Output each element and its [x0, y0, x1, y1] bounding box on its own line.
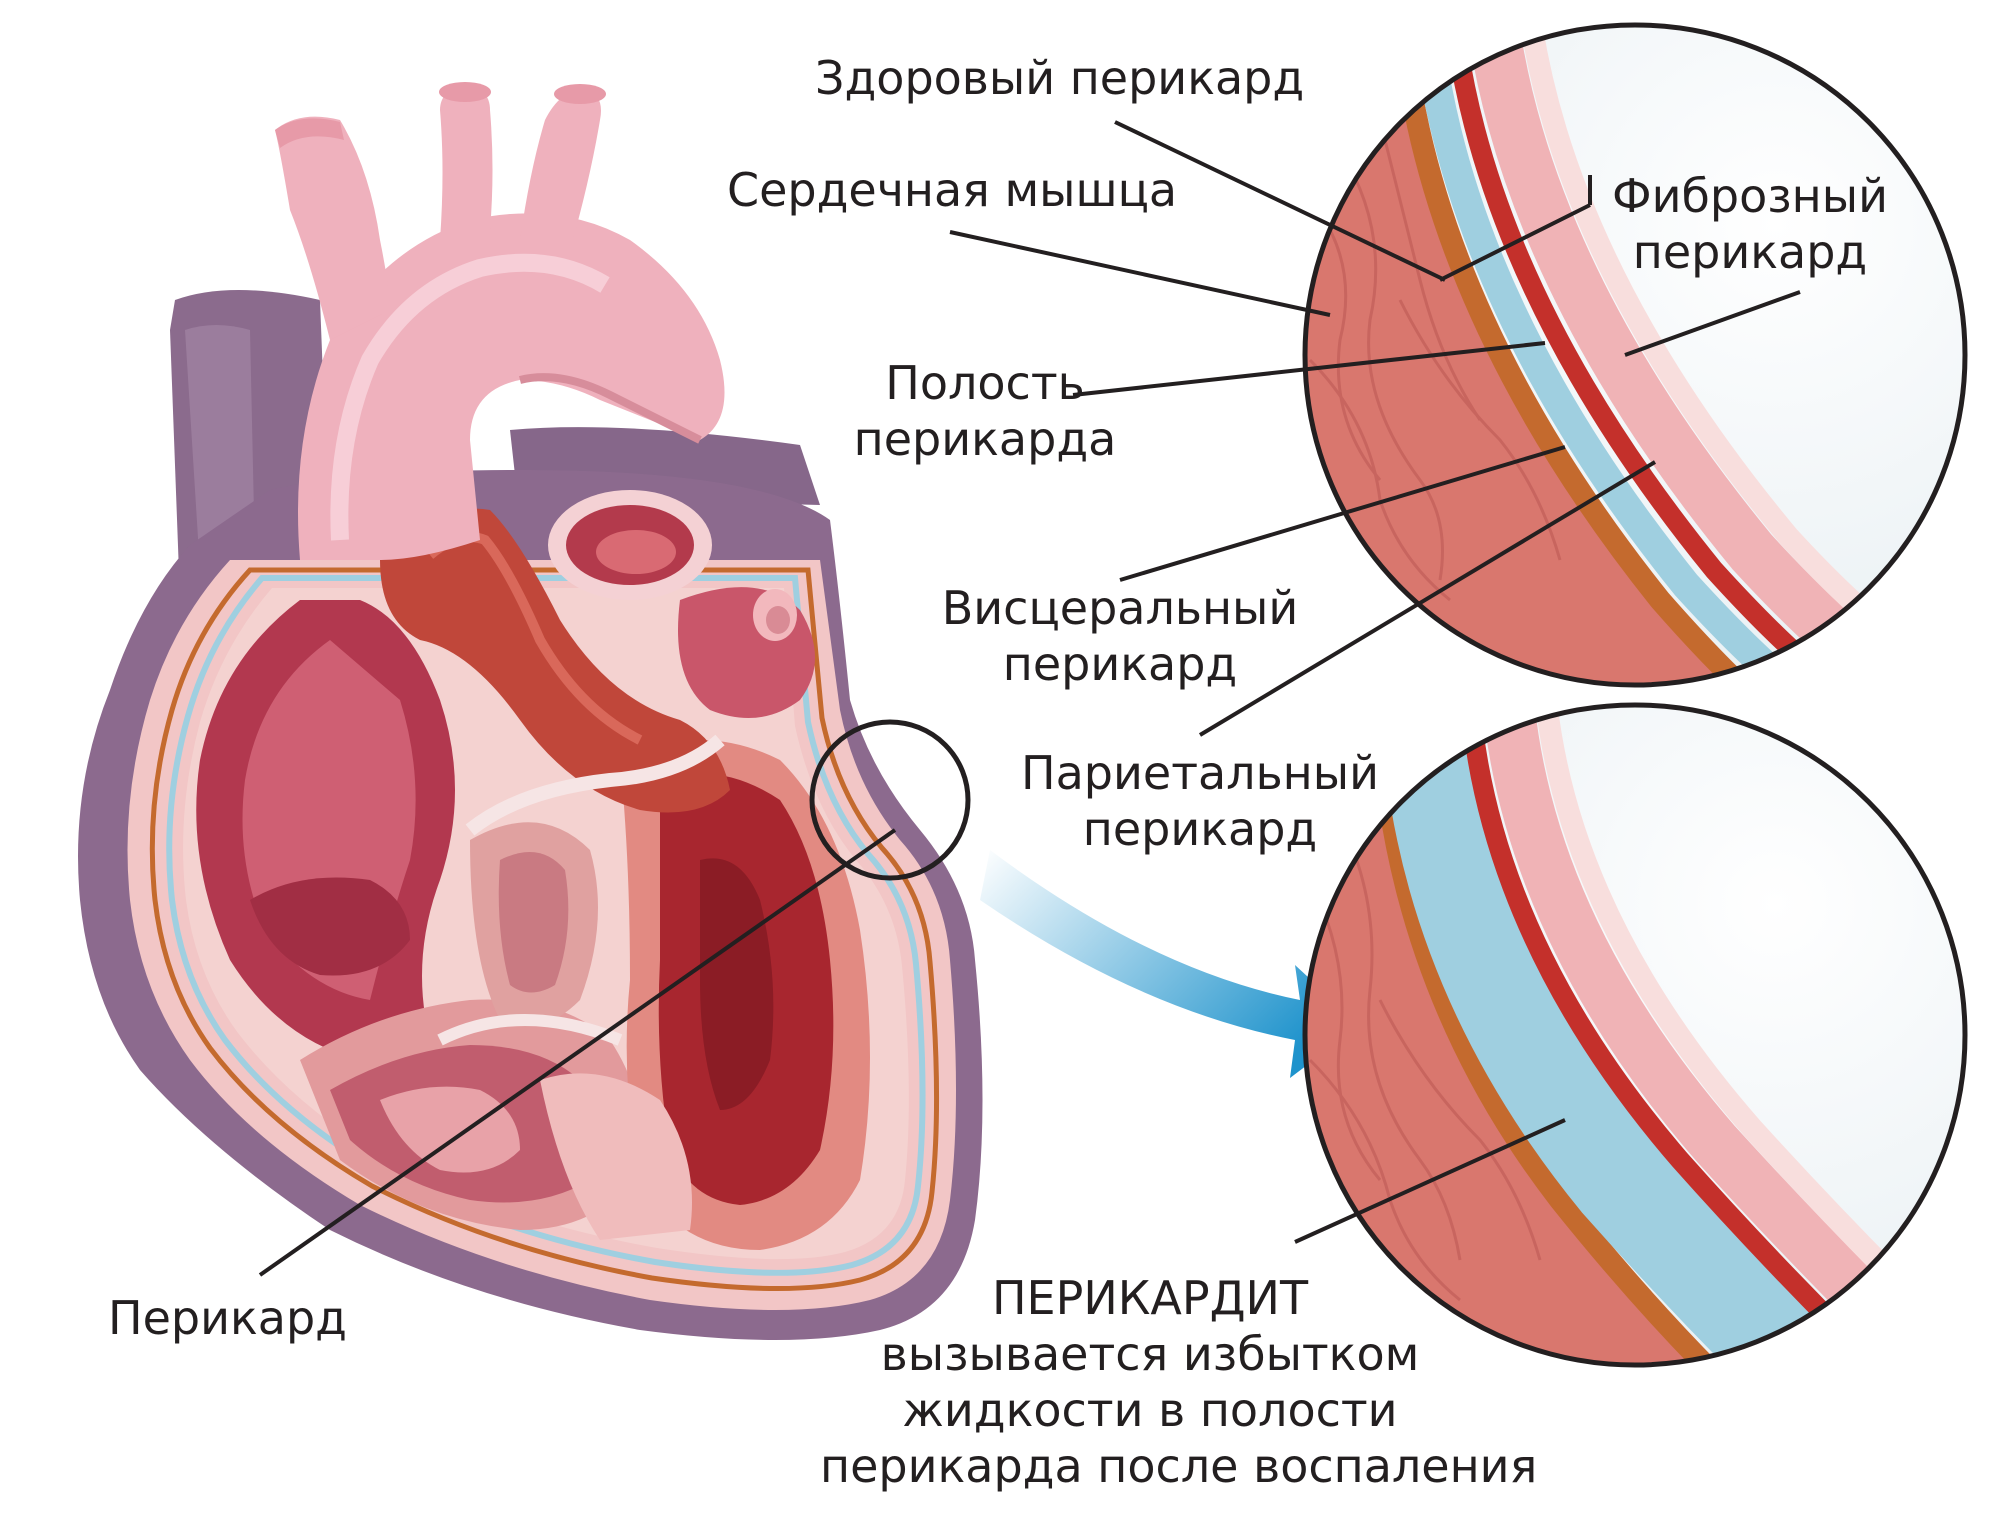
- label-visceral-line-2: перикард: [1002, 637, 1238, 691]
- label-cavity-line-1: Полость: [885, 356, 1085, 410]
- label-pericardium: Перикард: [108, 1291, 347, 1345]
- pericarditis-title: ПЕРИКАРДИТ: [991, 1271, 1309, 1325]
- heart-illustration: [78, 82, 983, 1340]
- aorta: [298, 213, 725, 561]
- label-heart-muscle: Сердечная мышца: [727, 163, 1178, 217]
- label-visceral-pericardium: Висцеральный перикард: [940, 580, 1300, 692]
- magnifier-circle: [809, 719, 971, 881]
- left-carotid-artery: [440, 85, 493, 240]
- pericarditis-zoom: [1305, 705, 1965, 1365]
- healthy-pericardium-zoom: [1305, 25, 1965, 685]
- label-fibrous-line-1: Фиброзный: [1612, 169, 1888, 223]
- zoom-arrow: [980, 850, 1360, 1078]
- pericarditis-desc-line-1: вызывается избытком: [880, 1327, 1420, 1381]
- label-parietal-line-2: перикард: [1082, 802, 1318, 856]
- label-pericardial-cavity: Полость перикарда: [835, 355, 1135, 467]
- left-subclavian-artery: [520, 88, 601, 250]
- label-parietal-pericardium: Париетальный перикард: [1020, 745, 1380, 857]
- label-pericarditis: ПЕРИКАРДИТ вызывается избытком жидкости …: [820, 1270, 1538, 1494]
- leader-lines: [258, 120, 1801, 1277]
- label-cavity-line-2: перикарда: [853, 412, 1117, 466]
- pericarditis-desc-line-3: перикарда после воспаления: [820, 1439, 1538, 1493]
- label-parietal-line-1: Париетальный: [1021, 746, 1379, 800]
- label-fibrous-line-2: перикард: [1632, 225, 1868, 279]
- label-visceral-line-1: Висцеральный: [941, 581, 1299, 635]
- label-fibrous-pericardium: Фиброзный перикард: [1600, 168, 1900, 280]
- brachiocephalic-artery: [275, 116, 390, 341]
- pericarditis-desc-line-2: жидкости в полости: [902, 1383, 1398, 1437]
- label-healthy-pericardium: Здоровый перикард: [815, 51, 1305, 105]
